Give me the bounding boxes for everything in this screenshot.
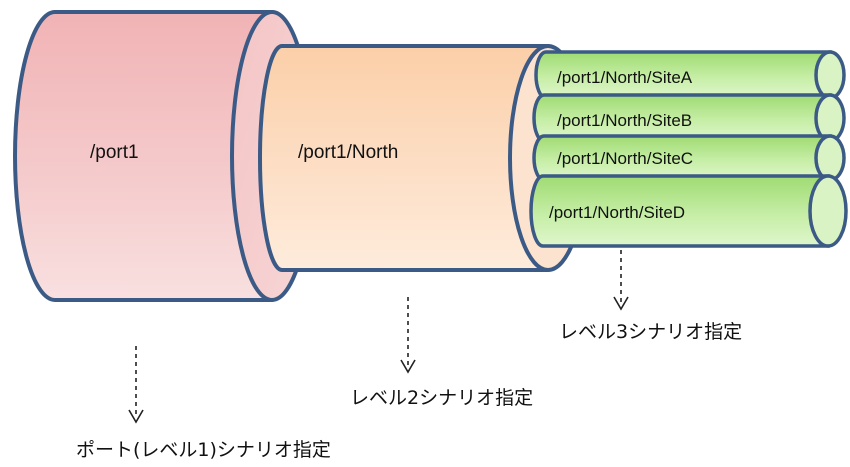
arrow-level1 — [128, 346, 144, 424]
arrow-level3-head — [613, 296, 629, 311]
arrow-level3 — [613, 250, 629, 311]
pipe-level2-body — [258, 44, 550, 272]
pipe-level1-body — [13, 10, 274, 302]
arrow-level2-head — [400, 359, 416, 374]
caption-level2: レベル2シナリオ指定 — [350, 387, 533, 409]
pipe-level3-site-c-label: /port1/North/SiteC — [557, 149, 693, 168]
pipe-level3-site-a: /port1/North/SiteA — [534, 50, 846, 100]
pipe-level2-label: /port1/North — [298, 142, 398, 163]
pipe-level3-group: /port1/North/SiteA /port1/North/SiteB /p… — [529, 50, 848, 248]
pipe-level1-label: /port1 — [90, 142, 139, 163]
arrow-level2 — [400, 297, 416, 374]
arrow-level1-head — [128, 409, 144, 424]
pipe-level3-site-c: /port1/North/SiteC — [532, 134, 846, 182]
pipe-level3-site-a-face — [814, 50, 846, 100]
pipe-level3-site-c-face — [814, 134, 846, 182]
pipe-level3-site-d: /port1/North/SiteD — [529, 174, 848, 248]
pipe-level3-site-a-label: /port1/North/SiteA — [557, 68, 693, 87]
pipe-level3-site-d-body — [529, 174, 830, 248]
caption-level1: ポート(レベル1)シナリオ指定 — [76, 439, 331, 461]
pipe-level3-site-b-face — [814, 93, 846, 143]
pipe-level3-site-d-label: /port1/North/SiteD — [549, 203, 685, 222]
pipe-level3-site-b: /port1/North/SiteB — [532, 93, 846, 143]
pipe-level3-site-d-face — [808, 174, 848, 248]
pipe-level3-site-b-label: /port1/North/SiteB — [557, 111, 692, 130]
caption-level3: レベル3シナリオ指定 — [559, 321, 742, 343]
